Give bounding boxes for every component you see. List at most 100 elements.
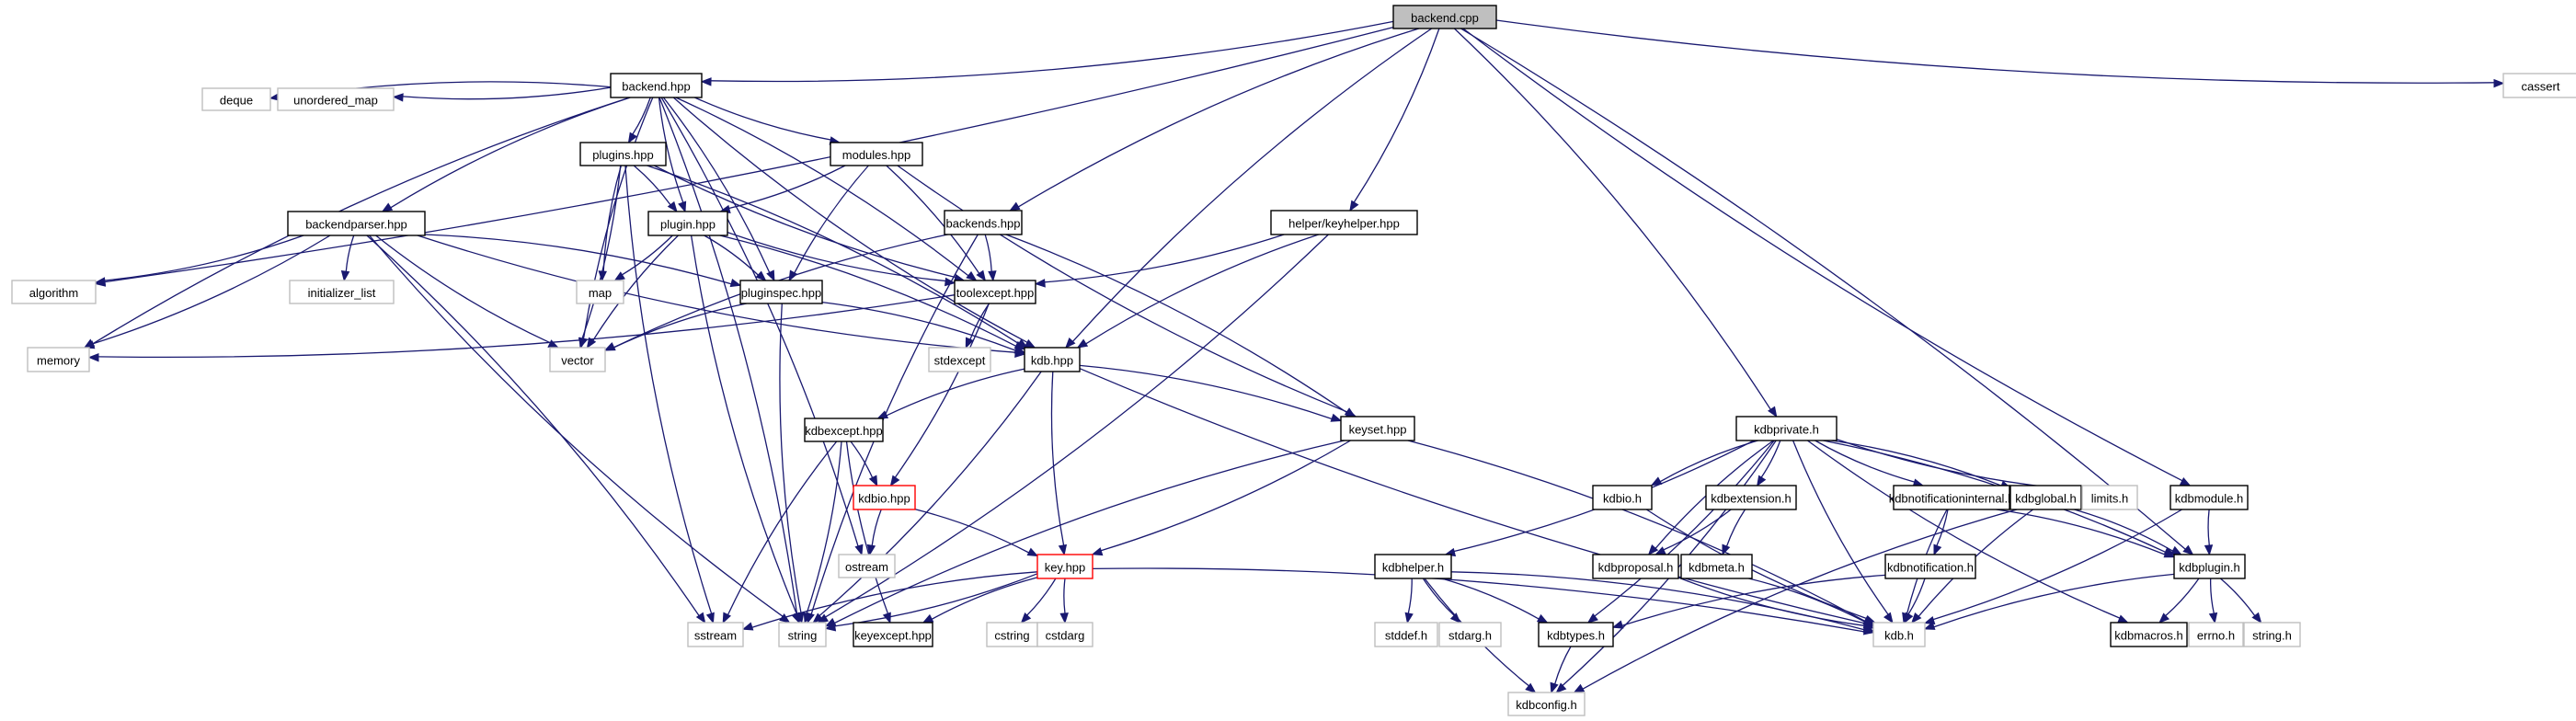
node-kdbexcept-hpp[interactable]: kdbexcept.hpp bbox=[804, 418, 884, 442]
node-label: algorithm bbox=[29, 286, 78, 300]
node-key-hpp[interactable]: key.hpp bbox=[1036, 554, 1093, 579]
arrowhead-icon bbox=[1034, 279, 1046, 288]
arrowhead-icon bbox=[922, 613, 934, 624]
node-pluginspec-hpp[interactable]: pluginspec.hpp bbox=[739, 280, 823, 304]
node-label: stdarg.h bbox=[1448, 629, 1492, 643]
arrowhead-icon bbox=[1586, 612, 1598, 624]
edge-kdbnotification_h-to-kdbtypes_h bbox=[1621, 574, 1886, 626]
node-kdbglobal-h[interactable]: kdbglobal.h bbox=[2009, 485, 2082, 510]
node-kdbnotificationinternal-h[interactable]: kdbnotificationinternal.h bbox=[1889, 485, 2015, 510]
node-label: kdbglobal.h bbox=[2015, 492, 2077, 506]
arrowhead-icon bbox=[1009, 201, 1021, 212]
arrowhead-icon bbox=[695, 612, 706, 624]
node-kdbmodule-h[interactable]: kdbmodule.h bbox=[2170, 485, 2249, 510]
edge-backend_cpp-to-backends_hpp bbox=[1017, 28, 1420, 208]
node-kdbprivate-h[interactable]: kdbprivate.h bbox=[1735, 416, 1838, 441]
node-keyset-hpp[interactable]: keyset.hpp bbox=[1340, 416, 1415, 441]
arrowhead-icon bbox=[392, 93, 404, 102]
arrowhead-icon bbox=[868, 475, 878, 487]
arrowhead-icon bbox=[2163, 549, 2176, 558]
edge-kdb_hpp-to-kdb_h bbox=[1079, 368, 1865, 624]
node-kdbplugin-h[interactable]: kdbplugin.h bbox=[2173, 554, 2246, 579]
arrowhead-icon bbox=[1091, 547, 1104, 556]
node-keyhelper-hpp[interactable]: helper/keyhelper.hpp bbox=[1270, 210, 1418, 235]
edge-kdbplugin_h-to-kdb_h bbox=[1933, 573, 2175, 628]
arrowhead-icon bbox=[866, 544, 876, 556]
arrowhead-icon bbox=[1923, 622, 1936, 630]
node-kdbproposal-h[interactable]: kdbproposal.h bbox=[1592, 554, 1679, 579]
edge-backend_hpp-to-pluginspec_hpp bbox=[662, 97, 771, 273]
edge-backendparser_hpp-to-pluginspec_hpp bbox=[424, 234, 732, 285]
node-backend-hpp[interactable]: backend.hpp bbox=[610, 73, 703, 98]
node-kdb-hpp[interactable]: kdb.hpp bbox=[1024, 347, 1081, 372]
edge-kdbio_hpp-to-key_hpp bbox=[914, 509, 1030, 554]
node-box bbox=[201, 87, 271, 111]
node-label: keyset.hpp bbox=[1349, 423, 1407, 437]
edge-layer bbox=[83, 19, 2505, 694]
edge-backend_hpp-to-vector bbox=[582, 97, 654, 339]
arrowhead-icon bbox=[1404, 612, 1414, 624]
edge-kdbexcept_hpp-to-string bbox=[806, 441, 842, 614]
arrowhead-icon bbox=[586, 337, 597, 349]
edge-kdbhelper_h-to-stddef_h bbox=[1407, 578, 1413, 614]
node-label: string bbox=[788, 629, 818, 643]
arrowhead-icon bbox=[2117, 614, 2129, 624]
edge-backends_hpp-to-keyset_hpp bbox=[1005, 234, 1347, 413]
edge-keyset_hpp-to-kdb_h bbox=[1407, 440, 1866, 622]
node-box bbox=[804, 418, 884, 442]
node-sstream: sstream bbox=[687, 622, 744, 647]
arrowhead-icon bbox=[705, 612, 715, 624]
node-kdbmeta-h[interactable]: kdbmeta.h bbox=[1680, 554, 1753, 579]
node-label: cassert bbox=[2522, 80, 2560, 94]
node-kdbnotification-h[interactable]: kdbnotification.h bbox=[1884, 554, 1976, 579]
arrowhead-icon bbox=[1933, 544, 1942, 556]
edge-plugins_hpp-to-kdb_hpp bbox=[647, 165, 1020, 345]
edge-kdbprivate_h-to-limits_h bbox=[1836, 438, 2074, 491]
arrowhead-icon bbox=[613, 271, 625, 281]
arrowhead-icon bbox=[2493, 78, 2505, 88]
node-kdbhelper-h[interactable]: kdbhelper.h bbox=[1374, 554, 1452, 579]
edge-kdbnotificationinternal_h-to-kdbnotification_h bbox=[1936, 509, 1949, 546]
node-label: kdbio.hpp bbox=[858, 492, 910, 506]
node-box bbox=[2170, 485, 2249, 510]
edge-key_hpp-to-cstring bbox=[1026, 578, 1057, 616]
node-box bbox=[1036, 622, 1093, 647]
edge-plugins_hpp-to-plugin_hpp bbox=[633, 165, 671, 206]
node-box bbox=[1592, 554, 1679, 579]
node-modules-hpp[interactable]: modules.hpp bbox=[830, 142, 923, 166]
node-label: modules.hpp bbox=[842, 148, 910, 162]
node-box bbox=[11, 280, 97, 304]
node-backends-hpp[interactable]: backends.hpp bbox=[944, 210, 1023, 235]
node-label: backend.hpp bbox=[622, 80, 690, 94]
node-backend-cpp[interactable]: backend.cpp bbox=[1392, 5, 1497, 29]
node-backendparser-hpp[interactable]: backendparser.hpp bbox=[287, 211, 426, 236]
node-label: plugin.hpp bbox=[660, 218, 716, 232]
edge-pluginspec_hpp-to-vector bbox=[613, 303, 747, 349]
arrowhead-icon bbox=[1550, 681, 1559, 694]
edge-backendparser_hpp-to-string bbox=[369, 235, 784, 617]
node-label: kdbmeta.h bbox=[1689, 561, 1745, 575]
edge-plugins_hpp-to-sstream bbox=[624, 165, 713, 614]
node-plugin-hpp[interactable]: plugin.hpp bbox=[647, 211, 728, 236]
node-label: map bbox=[589, 286, 612, 300]
edge-kdb_hpp-to-keyset_hpp bbox=[1079, 364, 1333, 420]
node-kdbtypes-h[interactable]: kdbtypes.h bbox=[1538, 622, 1614, 647]
node-kdbmacros-h[interactable]: kdbmacros.h bbox=[2110, 622, 2188, 647]
node-keyexcept-hpp[interactable]: keyexcept.hpp bbox=[853, 622, 933, 647]
arrowhead-icon bbox=[381, 202, 394, 212]
node-box bbox=[1872, 622, 1926, 647]
node-label: ostream bbox=[845, 560, 888, 574]
node-kdbextension-h[interactable]: kdbextension.h bbox=[1705, 485, 1797, 510]
edge-backend_hpp-to-backendparser_hpp bbox=[390, 97, 631, 209]
arrowhead-icon bbox=[1911, 612, 1922, 624]
node-box bbox=[1270, 210, 1418, 235]
node-plugins-hpp[interactable]: plugins.hpp bbox=[579, 142, 667, 166]
arrowhead-icon bbox=[1923, 615, 1936, 624]
node-kdbio-hpp[interactable]: kdbio.hpp bbox=[853, 485, 916, 510]
edge-modules_hpp-to-pluginspec_hpp bbox=[794, 165, 869, 274]
node-box bbox=[2110, 622, 2188, 647]
node-toolexcept-hpp[interactable]: toolexcept.hpp bbox=[954, 280, 1036, 304]
node-kdbio-h[interactable]: kdbio.h bbox=[1592, 485, 1653, 510]
node-box bbox=[277, 87, 395, 111]
